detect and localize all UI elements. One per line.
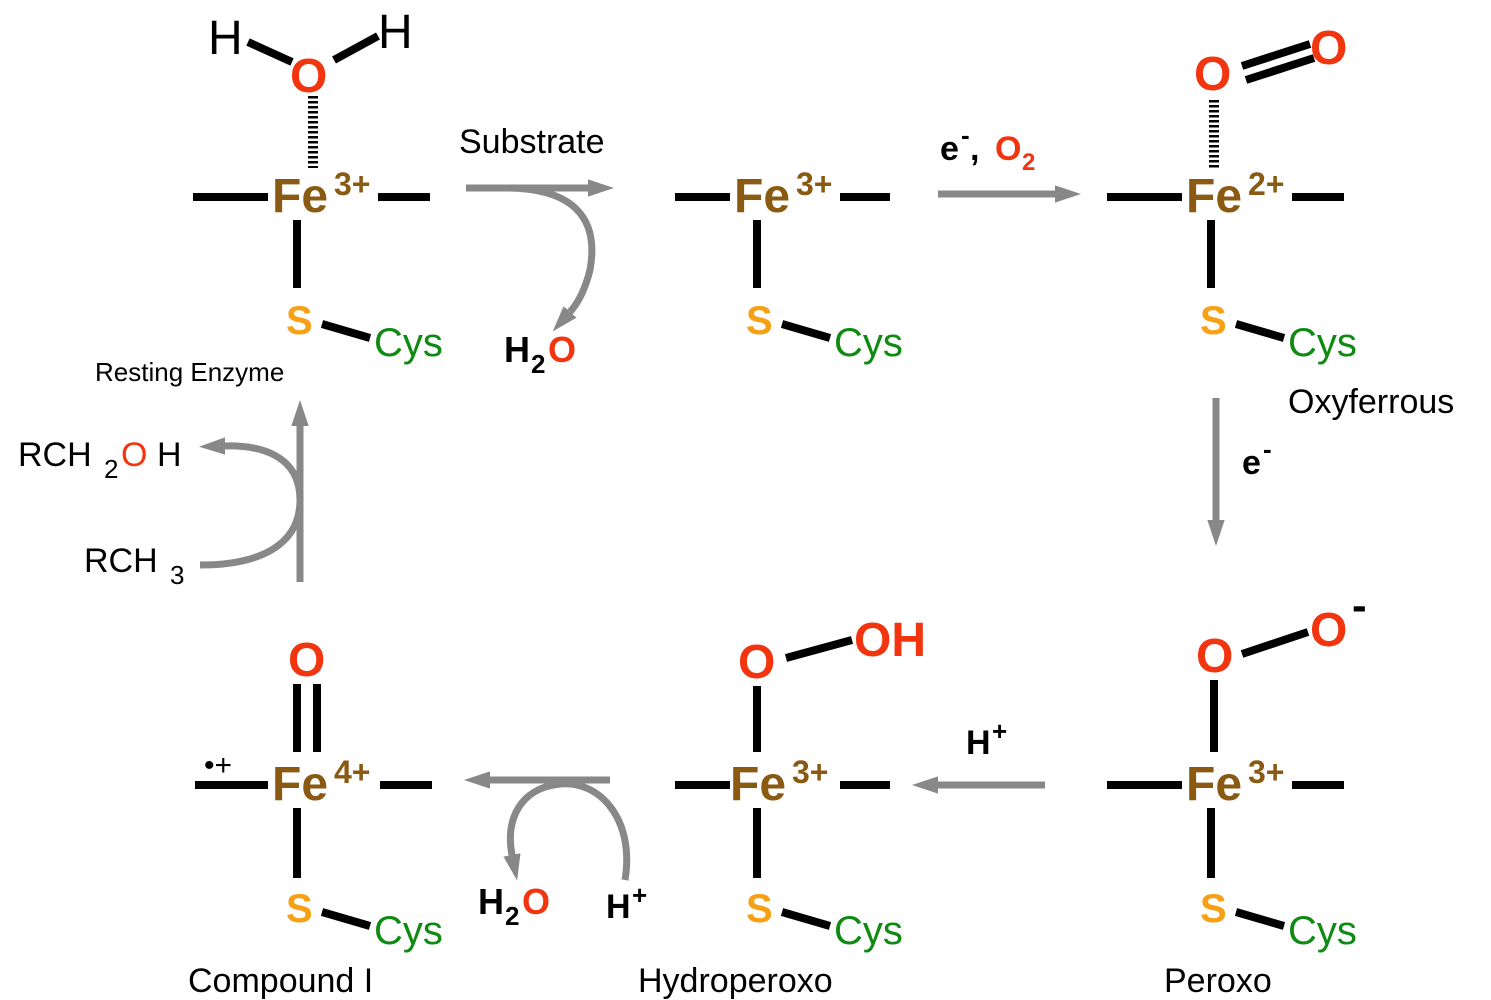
o-o-bond [784, 636, 854, 662]
cysteine-label: Cys [374, 321, 443, 365]
electron-label: e [940, 130, 959, 168]
water-release-curved-arrow [504, 184, 596, 312]
substrate-label: Substrate [459, 123, 605, 161]
peroxo-label: Peroxo [1164, 962, 1272, 1000]
water-subscript-label: 2 [505, 901, 519, 931]
iron-atom: Fe [272, 170, 328, 223]
o-o-double-bond-b [1244, 54, 1316, 84]
cysteine-label: Cys [1288, 321, 1357, 365]
substrate-bound-structure: Fe 3+ S Cys [675, 166, 903, 365]
water-h-label: H [478, 881, 504, 922]
electron-oxygen-step: e - , O 2 [938, 120, 1055, 194]
comma-label: , [970, 130, 979, 168]
hydroperoxo-label: Hydroperoxo [638, 962, 833, 1000]
dioxygen-oxygen-2: O [1310, 22, 1347, 75]
water-o-label: O [548, 329, 576, 370]
oxyferrous-label: Oxyferrous [1288, 383, 1454, 421]
cysteine-label: Cys [834, 321, 903, 365]
water-o-label: O [522, 881, 550, 922]
hydroxyl-group: OH [854, 614, 926, 667]
iron-atom: Fe [1186, 170, 1242, 223]
water-h-label: H [504, 329, 530, 370]
s-cys-bond [320, 908, 372, 930]
iron-charge: 3+ [792, 754, 828, 790]
cysteine-label: Cys [374, 909, 443, 953]
iron-atom: Fe [734, 170, 790, 223]
substrate-binding-step: Substrate H 2 O [459, 123, 605, 379]
iron-charge: 2+ [1248, 166, 1284, 202]
peroxo-charge: - [1352, 581, 1367, 630]
o-h-bond-left [246, 38, 294, 66]
sulfur-atom: S [1200, 887, 1227, 931]
hydroxylation-step: RCH 2 O H RCH 3 [18, 426, 300, 590]
radical-cation-symbol: •+ [204, 749, 232, 782]
oxo-oxygen: O [288, 634, 325, 687]
peroxo-structure: Fe 3+ S Cys O O - Peroxo [1107, 581, 1367, 1000]
dioxygen-oxygen-1: O [1194, 48, 1231, 101]
iron-atom: Fe [730, 758, 786, 811]
oxygen-label: O [995, 130, 1021, 168]
substrate-subscript: 3 [170, 560, 184, 590]
water-subscript-label: 2 [531, 349, 545, 379]
proton-charge: + [632, 880, 647, 910]
sulfur-atom: S [746, 299, 773, 343]
s-cys-bond [1234, 320, 1286, 342]
sulfur-atom: S [1200, 299, 1227, 343]
iron-charge: 3+ [1248, 754, 1284, 790]
water-oxygen: O [290, 50, 327, 103]
compound-i-structure: Fe 4+ •+ S Cys O Compound I [188, 634, 443, 1000]
o-o-bond [1240, 628, 1310, 658]
substrate-oxidation-curved-arrow [200, 446, 304, 569]
oxyferrous-structure: Fe 2+ S Cys O O Oxyferrous [1107, 22, 1454, 421]
cysteine-label: Cys [1288, 909, 1357, 953]
proton-label: H [606, 888, 631, 926]
iron-atom: Fe [272, 758, 328, 811]
product-oxygen: O [121, 436, 147, 474]
s-cys-bond [780, 908, 832, 930]
product-hydrogen: H [157, 436, 182, 474]
iron-charge: 3+ [334, 166, 370, 202]
water-hydrogen-right: H [378, 6, 413, 59]
water-hydrogen-left: H [208, 12, 243, 65]
resting-enzyme-structure: Fe 3+ S Cys O H H Resting Enzyme [95, 6, 443, 387]
peroxo-oxygen-2: O [1310, 604, 1347, 657]
o-o-double-bond-a [1240, 40, 1312, 70]
product-subscript: 2 [104, 454, 118, 484]
electron-label: e [1242, 444, 1261, 482]
proton-charge: + [992, 716, 1007, 746]
oxygen-subscript: 2 [1022, 149, 1035, 176]
sulfur-atom: S [746, 887, 773, 931]
proton-label: H [966, 724, 991, 762]
substrate-rch-label: RCH [84, 542, 158, 580]
electron-charge: - [961, 120, 970, 150]
s-cys-bond [780, 320, 832, 342]
iron-charge: 4+ [334, 754, 370, 790]
electron-charge: - [1263, 434, 1272, 464]
sulfur-atom: S [286, 299, 313, 343]
hydroperoxo-structure: Fe 3+ S Cys O OH Hydroperoxo [638, 614, 926, 1000]
compound-i-label: Compound I [188, 962, 373, 1000]
second-electron-step: e - [1216, 398, 1272, 520]
resting-enzyme-label: Resting Enzyme [95, 357, 284, 387]
hydroperoxo-oxygen: O [738, 636, 775, 689]
s-cys-bond [1234, 908, 1286, 930]
sulfur-atom: S [286, 887, 313, 931]
cysteine-label: Cys [834, 909, 903, 953]
peroxo-oxygen-1: O [1196, 630, 1233, 683]
water-loss-step: H 2 O H + [478, 780, 647, 931]
s-cys-bond [320, 320, 372, 342]
protonation-step: H + [938, 716, 1045, 785]
product-rch-label: RCH [18, 436, 92, 474]
water-release-curved-arrow [510, 780, 631, 881]
iron-atom: Fe [1186, 758, 1242, 811]
iron-charge: 3+ [796, 166, 832, 202]
o-h-bond-right [332, 32, 380, 64]
